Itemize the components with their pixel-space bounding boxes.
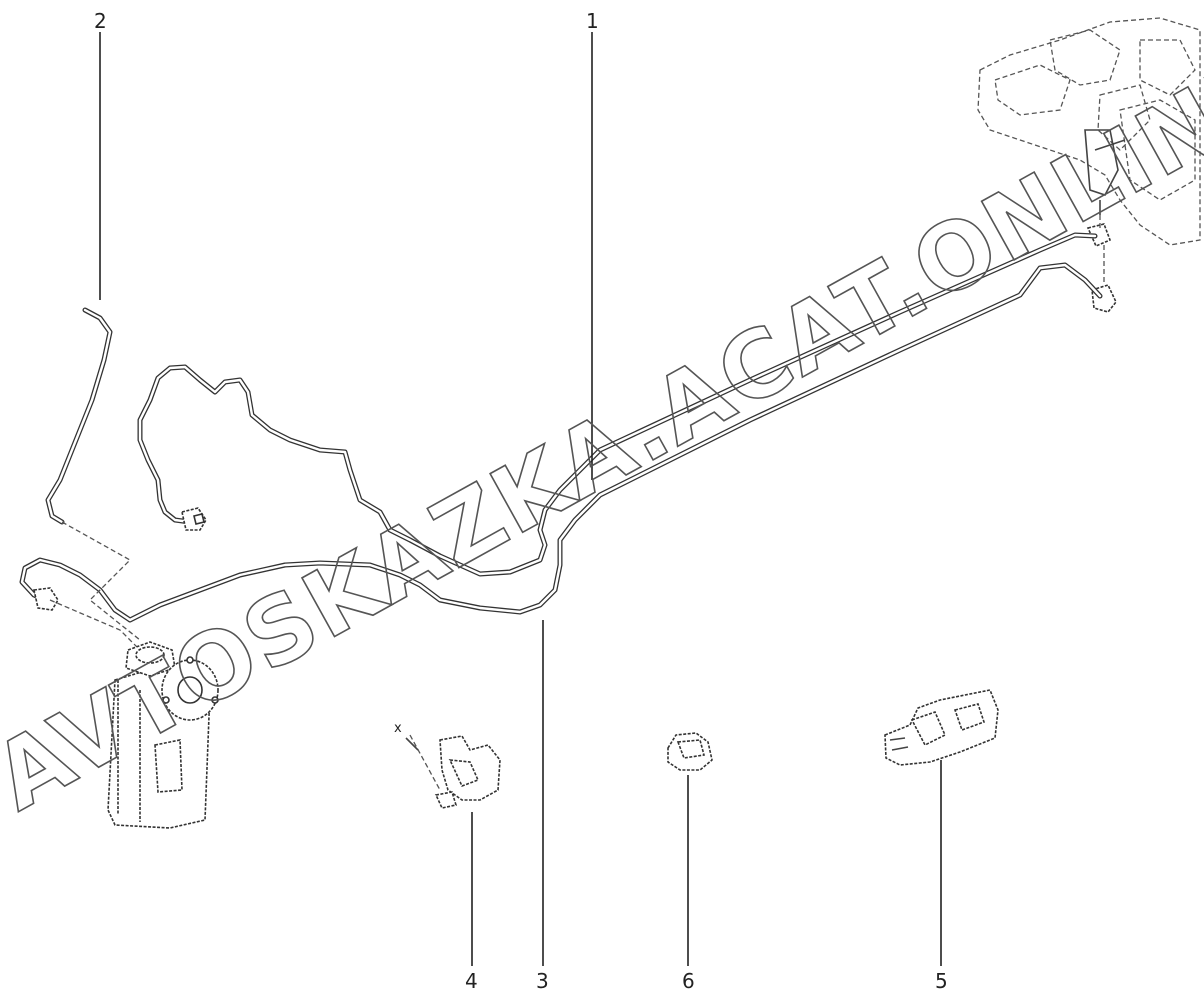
engine-connector-lower xyxy=(1091,245,1117,313)
connection-guides xyxy=(49,521,141,651)
callout-4: 4 xyxy=(465,969,478,993)
leader-lines xyxy=(99,32,942,966)
watermark: AVTOSKAZKA.ACAT.ONLINE xyxy=(0,35,1204,832)
pipe-1 xyxy=(137,232,1098,577)
engine-connector-upper xyxy=(1086,215,1112,248)
callout-5: 5 xyxy=(935,969,948,993)
grommet-icon xyxy=(667,732,713,771)
pipe-clip-icon xyxy=(405,734,501,809)
screw-marker: x xyxy=(394,721,402,736)
callout-2: 2 xyxy=(94,9,107,33)
pipe-3 xyxy=(19,262,1103,623)
clip-bracket-icon xyxy=(884,689,999,766)
engine-block-icon xyxy=(977,17,1201,246)
purge-valve-icon xyxy=(161,656,219,721)
callout-3: 3 xyxy=(536,969,549,993)
callout-6: 6 xyxy=(682,969,695,993)
callout-1: 1 xyxy=(586,9,599,33)
pipe-2 xyxy=(45,307,113,525)
